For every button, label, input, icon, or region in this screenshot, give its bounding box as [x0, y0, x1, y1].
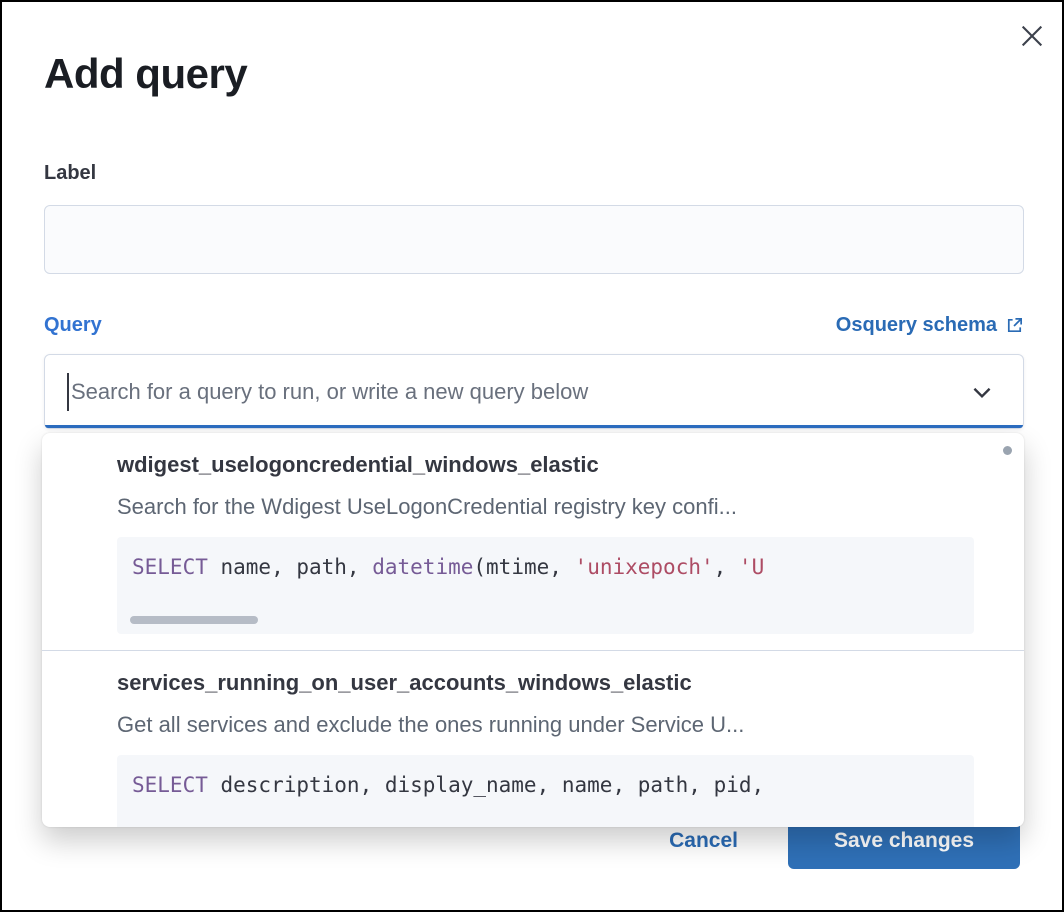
text-cursor [67, 372, 69, 411]
query-suggestions-dropdown: wdigest_uselogoncredential_windows_elast… [42, 433, 1024, 827]
query-option-description: Search for the Wdigest UseLogonCredentia… [117, 493, 737, 519]
modal-title: Add query [44, 50, 248, 97]
close-icon [1021, 25, 1043, 47]
chevron-down-icon[interactable] [969, 379, 995, 405]
vertical-scrollbar-thumb[interactable] [1003, 446, 1012, 455]
cancel-button[interactable]: Cancel [669, 829, 738, 852]
query-field-header: Query Osquery schema [44, 314, 1024, 337]
query-combobox[interactable] [44, 354, 1024, 429]
query-field-label: Query [44, 314, 102, 336]
query-option[interactable]: wdigest_uselogoncredential_windows_elast… [42, 433, 1024, 650]
osquery-schema-link[interactable]: Osquery schema [836, 314, 1024, 337]
external-link-icon [1007, 317, 1023, 333]
query-option-title: services_running_on_user_accounts_window… [117, 670, 692, 696]
query-option-sql-block: SELECT name, path, datetime(mtime, 'unix… [117, 537, 974, 635]
horizontal-scrollbar-thumb[interactable] [130, 616, 258, 625]
query-option-sql-block: SELECT description, display_name, name, … [117, 755, 974, 827]
query-option-description: Get all services and exclude the ones ru… [117, 711, 745, 737]
sql-code: SELECT name, path, datetime(mtime, 'unix… [132, 555, 765, 580]
label-field-label: Label [44, 162, 97, 184]
query-options-list: wdigest_uselogoncredential_windows_elast… [42, 433, 1024, 827]
sql-code: SELECT description, display_name, name, … [132, 773, 765, 798]
label-input[interactable] [44, 205, 1024, 274]
close-button[interactable] [1010, 14, 1054, 58]
query-option-title: wdigest_uselogoncredential_windows_elast… [117, 452, 599, 477]
query-option[interactable]: services_running_on_user_accounts_window… [42, 650, 1024, 827]
osquery-schema-link-label: Osquery schema [835, 314, 997, 336]
query-search-input[interactable] [71, 378, 969, 405]
